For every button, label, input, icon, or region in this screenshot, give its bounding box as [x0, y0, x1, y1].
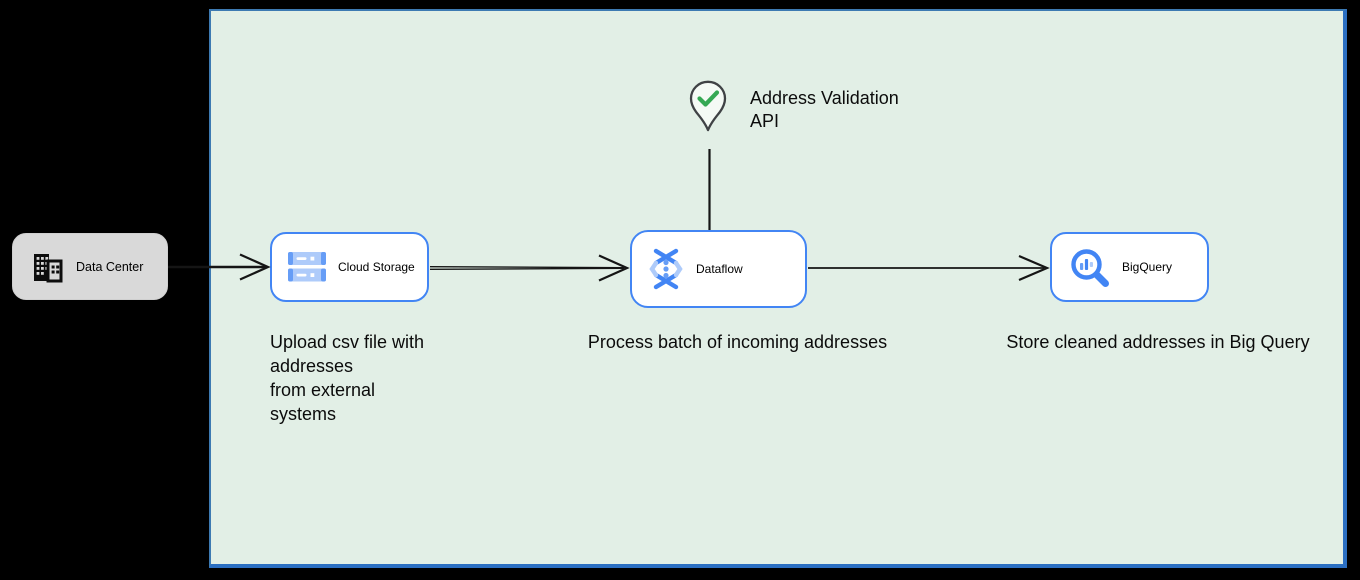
pin-check-icon[interactable]	[689, 80, 727, 132]
cloud-storage-label: Cloud Storage	[338, 260, 415, 274]
caption-store: Store cleaned addresses in Big Query	[1006, 332, 1310, 352]
api-annotation-label: Address Validation API	[750, 87, 899, 133]
bigquery-icon	[1068, 246, 1110, 288]
building-icon	[31, 251, 63, 283]
data-center-shape[interactable]: Data Center	[12, 233, 168, 300]
dataflow-label: Dataflow	[696, 262, 743, 276]
caption-upload: Upload csv file with addresses from exte…	[270, 330, 510, 426]
caption-upload-line3: from external	[270, 380, 376, 400]
caption-upload-line4: systems	[270, 404, 337, 424]
bigquery-node[interactable]: BigQuery	[1050, 232, 1209, 302]
bigquery-label: BigQuery	[1122, 260, 1173, 274]
cloud-storage-icon	[288, 252, 326, 282]
caption-upload-line2: addresses	[270, 356, 354, 376]
api-annotation-line2: API	[750, 111, 780, 131]
dataflow-icon	[648, 248, 684, 290]
caption-process: Process batch of incoming addresses	[587, 332, 888, 352]
api-annotation-line1: Address Validation	[750, 88, 899, 108]
dataflow-node[interactable]: Dataflow	[630, 230, 807, 308]
data-center-label: Data Center	[76, 259, 144, 274]
caption-upload-line1: Upload csv file with	[270, 332, 425, 352]
cloud-storage-node[interactable]: Cloud Storage	[270, 232, 429, 302]
